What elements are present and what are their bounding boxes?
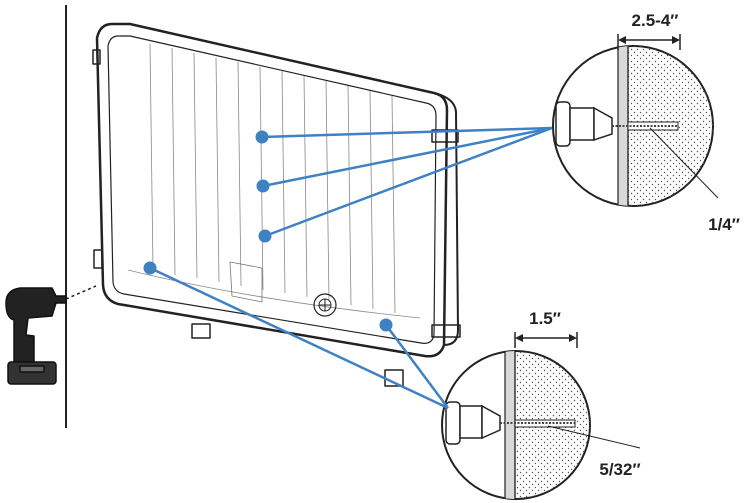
wall-anchor-icon: [555, 101, 613, 147]
panel-unit: [92, 22, 461, 387]
lower-depth-dimension: [514, 332, 578, 348]
mount-point-dot: [256, 179, 270, 193]
mount-point-dot: [258, 229, 272, 243]
wall-anchor-icon: [445, 401, 501, 445]
lower-diameter-label: 5/32″: [599, 460, 640, 479]
upper-depth-dimension: [617, 34, 681, 50]
mount-point-dot: [143, 261, 157, 275]
upper-depth-label: 2.5-4″: [632, 11, 679, 30]
upper-diameter-leader: [649, 127, 719, 199]
mount-point-dot: [379, 318, 393, 332]
drill-icon: [5, 285, 97, 385]
mount-point-leaders: [149, 126, 553, 410]
upper-diameter-label: 1/4″: [708, 215, 740, 234]
lower-anchor-detail: [441, 350, 591, 500]
lower-depth-label: 1.5″: [529, 309, 561, 328]
lower-diameter-leader: [547, 425, 641, 449]
mount-point-dots: [143, 130, 393, 332]
upper-anchor-detail: [552, 45, 714, 207]
mount-point-dot: [255, 130, 269, 144]
